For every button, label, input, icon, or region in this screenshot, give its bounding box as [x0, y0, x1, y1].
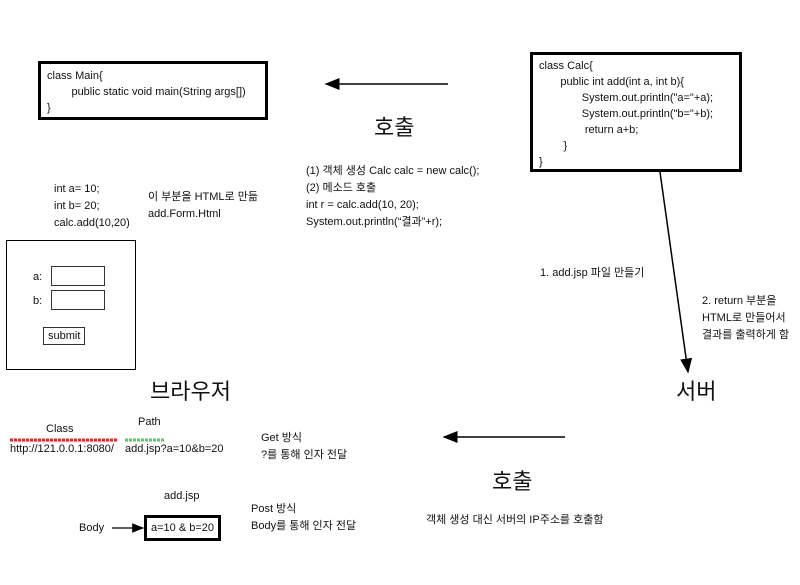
submit-button[interactable]: submit: [43, 327, 86, 345]
var-line: calc.add(10,20): [54, 217, 130, 229]
var-line: int b= 20;: [54, 200, 100, 212]
html-note: 이 부분을 HTML로 만듦 add.Form.Html: [148, 189, 258, 223]
class-label: Class: [46, 423, 74, 435]
form-mock: a: b: submit: [6, 240, 136, 370]
object-note: 객체 생성 대신 서버의 IP주소를 호출함: [426, 514, 604, 526]
call-label-top: 호출: [374, 115, 415, 140]
body-label: Body: [79, 522, 105, 534]
steps-block: (1) 객체 생성 Calc calc = new calc(); (2) 메소…: [306, 163, 479, 231]
url-path: add.jsp?a=10&b=20: [125, 443, 224, 455]
call-label-bottom: 호출: [492, 469, 533, 494]
path-label: Path: [138, 416, 161, 428]
html-note-line: 이 부분을 HTML로 만듦: [148, 191, 258, 203]
server-step2-line: 결과를 출력하게 함: [702, 329, 790, 341]
get-title: Get 방식: [261, 432, 303, 444]
post-title: Post 방식: [251, 503, 297, 515]
step-line: System.out.println(“결과”+r);: [306, 216, 443, 228]
step-line: (1) 객체 생성 Calc calc = new calc();: [306, 165, 480, 177]
get-desc: ?를 통해 인자 전달: [261, 449, 348, 461]
step-line: (2) 메소드 호출: [306, 182, 377, 194]
main-code-line: }: [47, 102, 51, 114]
a-input[interactable]: [51, 266, 105, 286]
body-value-box: a=10 & b=20: [144, 515, 222, 541]
browser-label: 브라우저: [150, 379, 231, 404]
post-method: Post 방식 Body를 통해 인자 전달: [251, 501, 356, 535]
post-desc: Body를 통해 인자 전달: [251, 520, 357, 532]
step-line: int r = calc.add(10, 20);: [306, 199, 419, 211]
post-file: add.jsp: [164, 490, 200, 502]
server-label: 서버: [676, 379, 717, 404]
main-code-line: public static void main(String args[]): [47, 86, 246, 98]
main-class-box: class Main{ public static void main(Stri…: [38, 61, 268, 120]
html-note-line: add.Form.Html: [148, 208, 221, 220]
body-value: a=10 & b=20: [151, 522, 215, 534]
calc-code-line: }: [539, 140, 568, 152]
var-line: int a= 10;: [54, 183, 100, 195]
url-host: http://121.0.0.1:8080/: [10, 443, 114, 455]
server-step2-line: HTML로 만들어서: [702, 312, 786, 324]
vars-block: int a= 10; int b= 20; calc.add(10,20): [54, 181, 130, 232]
calc-code-line: public int add(int a, int b){: [539, 76, 684, 88]
calc-code-line: System.out.println("a="+a);: [539, 92, 714, 104]
b-label: b:: [33, 295, 43, 307]
calc-code-line: class Calc{: [539, 60, 593, 72]
calc-code-line: return a+b;: [539, 124, 639, 136]
a-label: a:: [33, 271, 43, 283]
arrow-calc-to-server: [659, 171, 693, 374]
b-input[interactable]: [51, 290, 105, 310]
server-step1: 1. add.jsp 파일 만들기: [540, 267, 645, 279]
calc-code-line: System.out.println("b="+b);: [539, 108, 714, 120]
calc-class-box: class Calc{ public int add(int a, int b)…: [530, 52, 742, 172]
calc-code-line: }: [539, 156, 543, 168]
server-step2: 2. return 부분을 HTML로 만들어서 결과를 출력하게 함: [702, 293, 789, 344]
get-method: Get 방식 ?를 통해 인자 전달: [261, 430, 347, 464]
server-step2-line: 2. return 부분을: [702, 295, 777, 307]
main-code-line: class Main{: [47, 70, 103, 82]
